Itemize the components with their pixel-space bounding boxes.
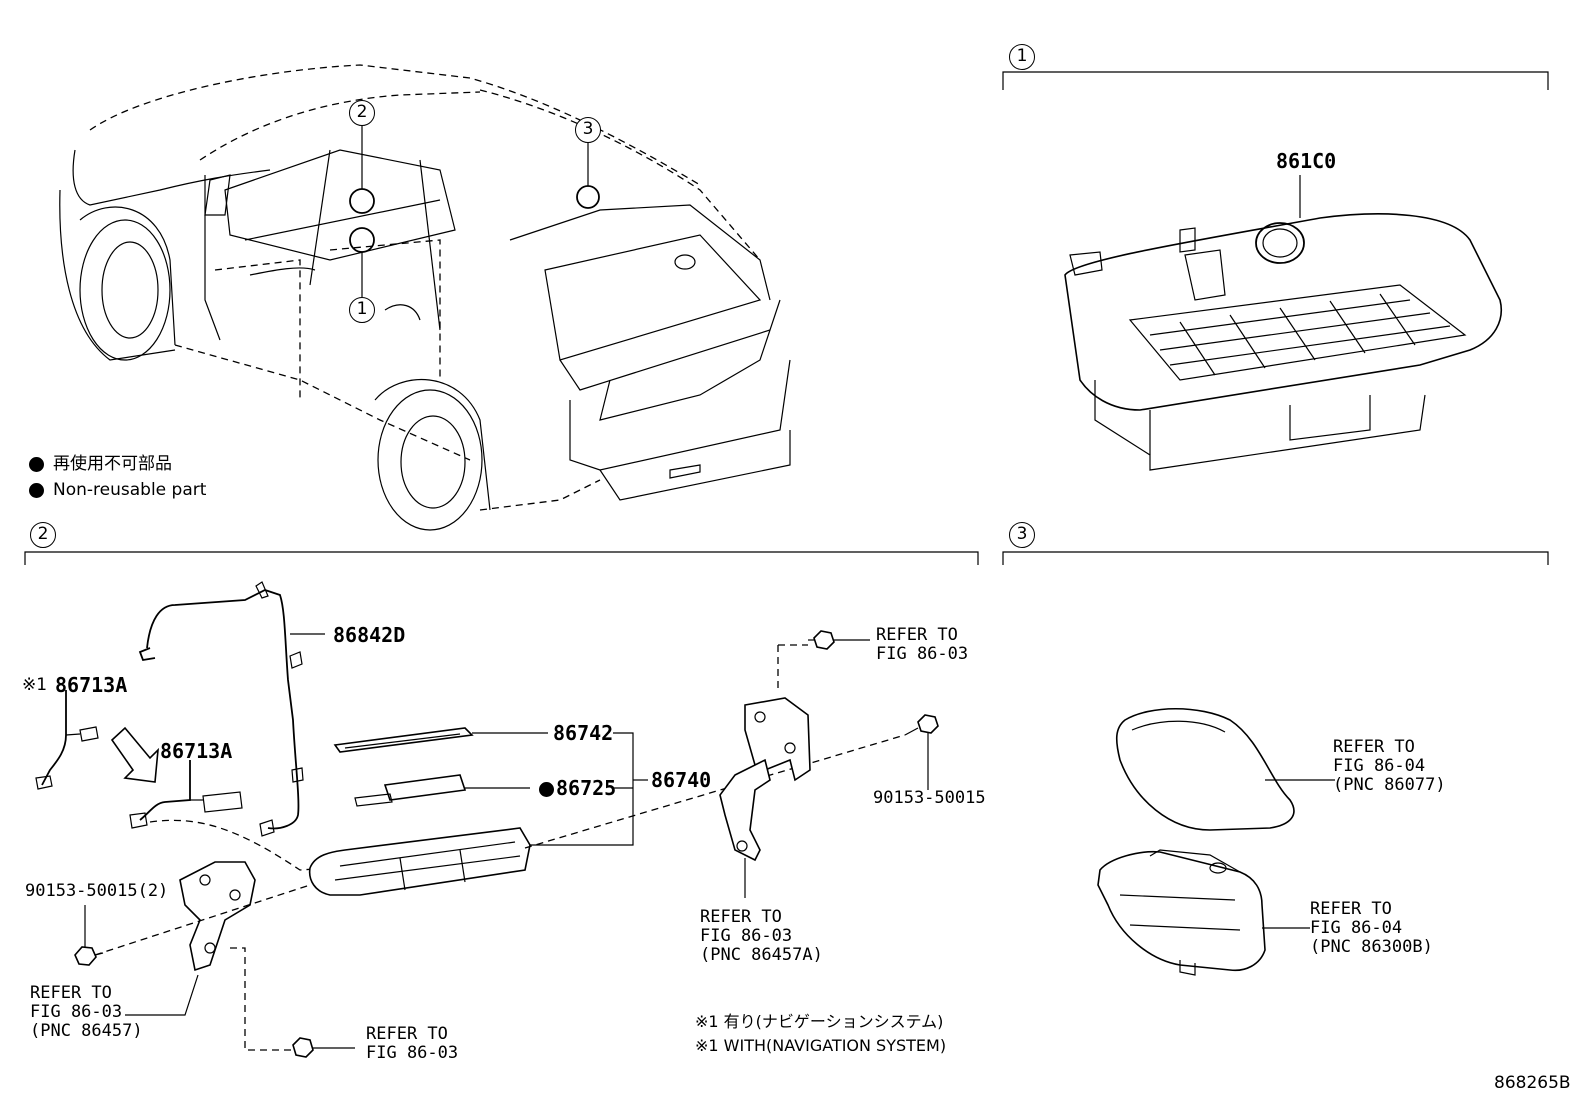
part-86713A-label: 86713A xyxy=(160,739,233,763)
legend-en: Non-reusable part xyxy=(53,480,207,500)
diagram-id: 868265B xyxy=(1494,1073,1571,1093)
refer-bottom-line2: FIG 86-03 xyxy=(366,1043,459,1063)
section-3-header: 3 xyxy=(1009,522,1035,548)
refer-left-line1: REFER TO xyxy=(30,983,112,1003)
refer-base-line3: (PNC 86300B) xyxy=(1310,937,1433,957)
section3-parts xyxy=(1097,708,1335,976)
refer-fin-line1: REFER TO xyxy=(1333,737,1415,757)
refer-mid-line2: FIG 86-03 xyxy=(700,926,793,946)
bolt-top-right-icon xyxy=(808,630,870,650)
part-86842D-label: 86842D xyxy=(333,623,406,647)
bolt-bottom-icon xyxy=(292,1037,355,1058)
vehicle-illustration xyxy=(59,64,791,531)
refer-fin-line3: (PNC 86077) xyxy=(1333,775,1446,795)
non-reusable-dot-icon xyxy=(29,457,44,472)
refer-top-right-line1: REFER TO xyxy=(876,625,958,645)
section2-parts xyxy=(35,581,939,1058)
bolt-left-label: 90153-50015(2) xyxy=(25,881,169,901)
bolt-right-icon xyxy=(904,714,939,790)
refer-base-line2: FIG 86-04 xyxy=(1310,918,1403,938)
refer-left-line3: (PNC 86457) xyxy=(30,1021,143,1041)
bolt-left-icon xyxy=(74,905,104,966)
refer-fin-line2: FIG 86-04 xyxy=(1333,756,1426,776)
part-86725-label: 86725 xyxy=(556,776,617,800)
section-1-header: 1 xyxy=(1009,44,1035,70)
refer-bottom-line1: REFER TO xyxy=(366,1024,448,1044)
refer-mid-line1: REFER TO xyxy=(700,907,782,927)
section-2-header: 2 xyxy=(30,522,56,548)
non-reusable-86725-dot-icon xyxy=(539,782,554,797)
callout-2-car: 2 xyxy=(349,100,375,126)
module-861C0 xyxy=(1064,175,1502,471)
legend-jp: 再使用不可部品 xyxy=(53,454,172,474)
refer-top-right-line2: FIG 86-03 xyxy=(876,644,969,664)
note-mark-1: ※1 xyxy=(22,675,48,695)
part-86742-label: 86742 xyxy=(553,721,614,745)
refer-mid-line3: (PNC 86457A) xyxy=(700,945,823,965)
part-86713A-note-label: 86713A xyxy=(55,673,128,697)
bolt-right-label: 90153-50015 xyxy=(873,788,986,808)
callout-3-car: 3 xyxy=(575,117,601,143)
section-brackets xyxy=(24,71,1549,565)
non-reusable-dot-icon xyxy=(29,483,44,498)
footnote-jp: ※1 有り(ナビゲーションシステム) xyxy=(695,1012,944,1031)
refer-left-line2: FIG 86-03 xyxy=(30,1002,123,1022)
footnote-en: ※1 WITH(NAVIGATION SYSTEM) xyxy=(695,1036,947,1055)
refer-base-line1: REFER TO xyxy=(1310,899,1392,919)
callout-1-car: 1 xyxy=(349,297,375,323)
part-86740-label: 86740 xyxy=(651,768,712,792)
part-861C0-label: 861C0 xyxy=(1276,149,1337,173)
